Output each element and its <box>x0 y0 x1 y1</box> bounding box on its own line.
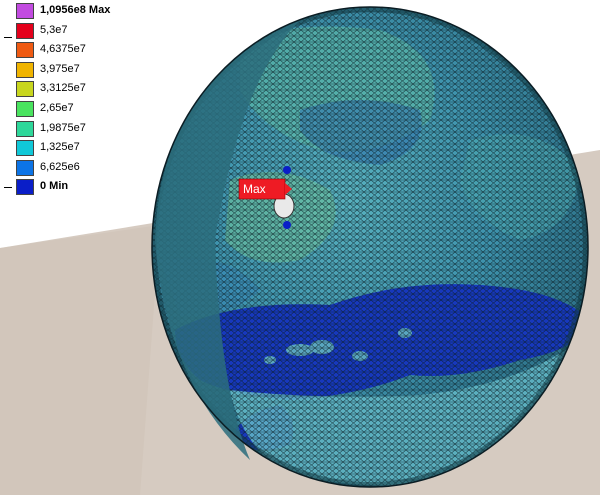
legend-row: 1,9875e7 <box>0 120 190 140</box>
legend-label: 3,975e7 <box>40 62 80 75</box>
legend-label: 6,625e6 <box>40 160 80 173</box>
legend-color-swatch <box>16 81 34 98</box>
legend-color-swatch <box>16 42 34 59</box>
legend-color-swatch <box>16 3 34 19</box>
floor-shadow <box>0 225 160 495</box>
legend-tick-marker <box>4 37 12 38</box>
legend-label: 1,325e7 <box>40 141 80 154</box>
legend-color-swatch <box>16 179 34 196</box>
legend-row: 2,65e7 <box>0 100 190 120</box>
legend-row: 1,0956e8 Max <box>0 2 190 22</box>
legend-label: 0 Min <box>40 180 69 193</box>
legend-row: 4,6375e7 <box>0 41 190 61</box>
legend-color-swatch <box>16 120 34 137</box>
legend-color-swatch <box>16 22 34 39</box>
legend-row: 1,325e7 <box>0 139 190 159</box>
legend-label: 1,9875e7 <box>40 121 86 134</box>
legend-label: 1,0956e8 Max <box>40 4 111 16</box>
legend-label: 2,65e7 <box>40 102 74 114</box>
legend-row: 5,3e7 <box>0 22 190 42</box>
legend-color-swatch <box>16 61 34 78</box>
legend-row: 6,625e6 <box>0 159 190 179</box>
legend-label: 5,3e7 <box>40 23 68 36</box>
legend-row: 3,975e7 <box>0 61 190 81</box>
legend-row: 0 Min <box>0 178 190 198</box>
sphere-model <box>151 6 589 488</box>
max-probe-label[interactable]: Max <box>243 182 266 196</box>
legend-label: 3,3125e7 <box>40 82 86 95</box>
contour-legend: 1,0956e8 Max 5,3e7 4,6375e7 3,975e7 3,3125e7… <box>0 2 190 202</box>
legend-color-swatch <box>16 159 34 176</box>
legend-color-swatch <box>16 140 34 157</box>
legend-row: 3,3125e7 <box>0 80 190 100</box>
legend-tick-marker <box>4 187 12 188</box>
legend-label: 4,6375e7 <box>40 43 86 56</box>
legend-color-swatch <box>16 101 34 117</box>
